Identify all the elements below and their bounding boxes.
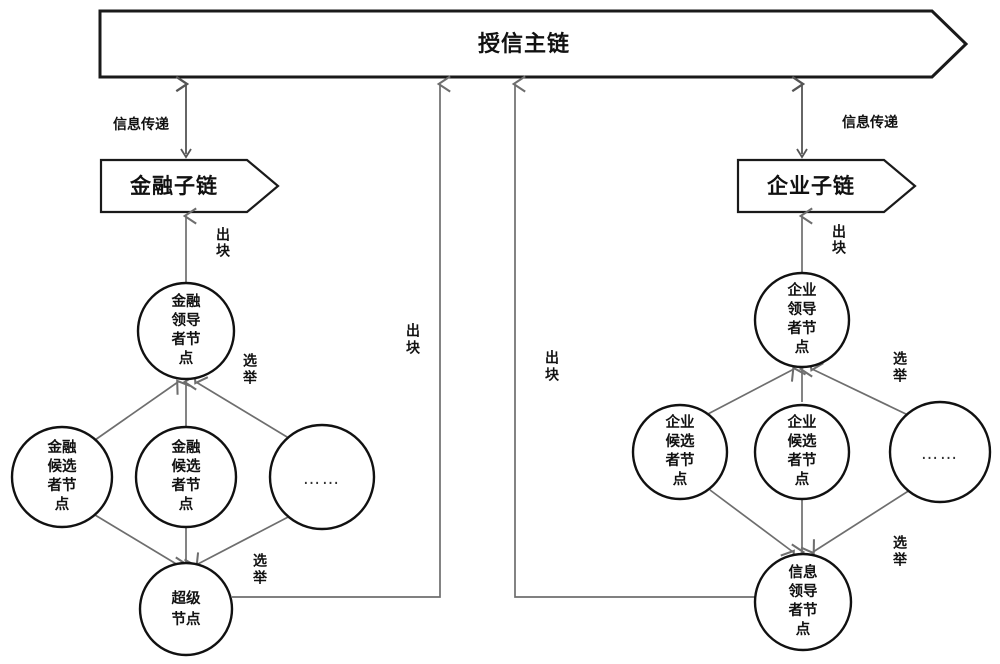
super-node-line-1: 超级 <box>171 589 201 607</box>
right-info-arrow-down-head <box>796 148 808 159</box>
finance-sub-chain-box[interactable]: 金融子链 <box>99 158 280 214</box>
info-leader-line-4: 点 <box>796 621 811 638</box>
right-edge-more-to-leader <box>808 356 909 416</box>
left-edge-more-to-super <box>184 514 293 568</box>
finance-leader-line-1: 金融 <box>171 292 201 310</box>
left-info-arrow-down-head <box>180 148 192 159</box>
finance-cand1-line-3: 者节 <box>48 476 77 494</box>
super-node-to-main-chain-connector <box>232 75 451 598</box>
right-edge-cand1-to-leader <box>705 366 806 416</box>
finance-sub-chain-shape <box>99 158 280 214</box>
enterprise-more-label: …… <box>921 444 959 464</box>
info-leader-node[interactable]: 信息 领导 者节 点 <box>753 552 853 652</box>
finance-leader-line-2: 领导 <box>172 311 201 329</box>
left-block-label-char1: 出块 <box>214 226 230 259</box>
finance-leader-node[interactable]: 金融 领导 者节 点 <box>136 281 236 381</box>
finance-more-label: …… <box>303 469 341 489</box>
finance-cand1-line-1: 金融 <box>47 438 77 456</box>
enterprise-cand1-line-1: 企业 <box>665 413 695 431</box>
left-election-edges-up <box>94 369 293 441</box>
enterprise-candidate-2-circle <box>753 403 851 501</box>
enterprise-cand2-line-4: 点 <box>795 471 810 488</box>
enterprise-sub-chain-shape <box>736 158 917 214</box>
right-edge-more-to-info <box>800 489 911 555</box>
right-election-label-upper: 选举 <box>891 350 908 385</box>
right-election-label-lower: 选举 <box>891 534 908 569</box>
main-chain-shape <box>98 9 969 79</box>
info-leader-block-path <box>511 75 756 598</box>
left-election-label-upper: 选举 <box>241 352 258 387</box>
finance-cand1-line-2: 候选 <box>48 457 77 475</box>
finance-candidate-node-1[interactable]: 金融 候选 者节 点 <box>10 425 114 529</box>
finance-sub-chain-label: 金融子链 <box>129 174 218 198</box>
info-leader-line-2: 领导 <box>789 582 818 600</box>
enterprise-candidate-node-2[interactable]: 企业 候选 者节 点 <box>753 403 851 501</box>
right-edge-cand1-to-info <box>709 489 795 565</box>
info-leader-node-circle <box>753 552 853 652</box>
main-chain-label: 授信主链 <box>478 31 570 57</box>
left-election-edges-down <box>94 514 293 578</box>
enterprise-cand2-line-3: 者节 <box>788 451 817 469</box>
enterprise-leader-node-circle <box>753 271 851 369</box>
finance-cand2-line-1: 金融 <box>171 438 201 456</box>
enterprise-cand2-line-1: 企业 <box>787 413 817 431</box>
left-edge-more-to-leader <box>193 369 293 441</box>
left-edge-cand1-to-super <box>94 514 181 578</box>
center-right-block-label: 出块 <box>543 349 559 384</box>
finance-cand2-line-4: 点 <box>179 496 194 513</box>
enterprise-cand2-line-2: 候选 <box>788 432 817 450</box>
super-node-block-path <box>232 75 451 598</box>
enterprise-cand1-line-2: 候选 <box>666 432 695 450</box>
main-chain-banner[interactable]: 授信主链 <box>98 9 969 79</box>
enterprise-candidate-node-1[interactable]: 企业 候选 者节 点 <box>631 403 729 501</box>
finance-candidate-2-circle <box>134 425 238 529</box>
enterprise-candidate-more-circle <box>888 400 992 504</box>
info-leader-line-3: 者节 <box>789 601 818 619</box>
enterprise-leader-node[interactable]: 企业 领导 者节 点 <box>753 271 851 369</box>
left-edge-cand1-to-leader <box>94 379 191 441</box>
center-left-block-label: 出块 <box>404 322 420 357</box>
finance-candidate-1-circle <box>10 425 114 529</box>
enterprise-candidate-1-circle <box>631 403 729 501</box>
finance-leader-line-3: 者节 <box>172 330 201 348</box>
info-leader-to-main-chain-connector <box>511 75 756 598</box>
enterprise-sub-chain-box[interactable]: 企业子链 <box>736 158 917 214</box>
super-node-line-2: 节点 <box>172 611 201 628</box>
enterprise-leader-line-4: 点 <box>795 339 810 356</box>
left-info-transfer-label: 信息传递 <box>113 116 169 133</box>
finance-cand2-line-2: 候选 <box>172 457 201 475</box>
enterprise-cand1-line-4: 点 <box>673 471 688 488</box>
finance-cand2-line-3: 者节 <box>172 476 201 494</box>
left-info-transfer-connector <box>180 84 192 159</box>
right-block-label: 出块 <box>830 223 846 256</box>
left-election-label-lower: 选举 <box>251 552 268 587</box>
enterprise-cand1-line-3: 者节 <box>666 451 695 469</box>
finance-leader-node-circle <box>136 281 236 381</box>
right-election-edges-up <box>705 356 909 416</box>
right-info-transfer-label: 信息传递 <box>842 114 898 131</box>
enterprise-leader-line-2: 领导 <box>788 300 817 318</box>
info-leader-line-1: 信息 <box>789 563 818 581</box>
enterprise-candidate-node-more[interactable]: …… <box>888 400 992 504</box>
enterprise-leader-line-1: 企业 <box>787 281 817 299</box>
finance-leader-line-4: 点 <box>179 350 194 367</box>
right-info-transfer-connector <box>796 84 808 159</box>
finance-candidate-node-more[interactable]: …… <box>268 423 376 531</box>
enterprise-sub-chain-label: 企业子链 <box>766 174 855 198</box>
super-node[interactable]: 超级 节点 <box>138 561 234 657</box>
enterprise-leader-line-3: 者节 <box>788 319 817 337</box>
right-election-edges-down <box>709 489 911 565</box>
finance-cand1-line-4: 点 <box>55 496 70 513</box>
finance-candidate-more-circle <box>268 423 376 531</box>
finance-candidate-node-2[interactable]: 金融 候选 者节 点 <box>134 425 238 529</box>
super-node-circle <box>138 561 234 657</box>
